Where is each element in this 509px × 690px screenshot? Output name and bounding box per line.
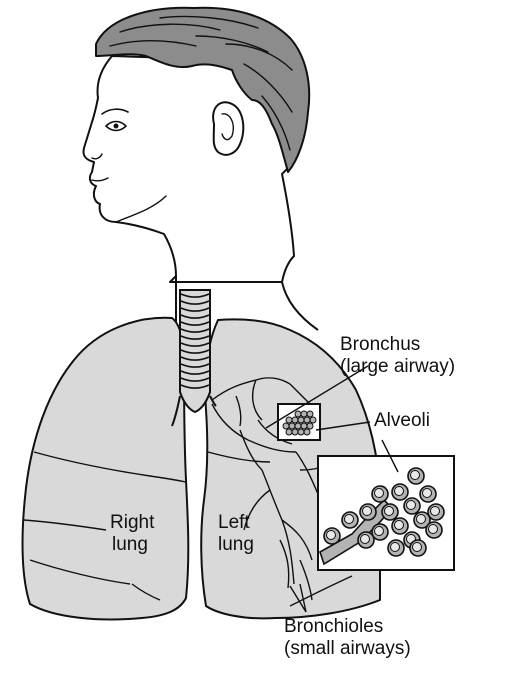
small-alveolus [307,423,313,429]
small-alveolus [292,417,298,423]
alveolus-highlight [361,535,370,544]
small-alveolus [301,411,307,417]
small-alveolus [292,429,298,435]
right-lung-label-line-1: Right [110,512,154,534]
alveolus-highlight [345,515,354,524]
bronchioles-label-line-2: (small airways) [284,638,411,660]
alveolus-highlight [413,543,422,552]
small-alveolus [283,423,289,429]
alveolus-highlight [375,527,384,536]
small-alveolus [295,411,301,417]
alveolus-highlight [395,487,404,496]
alveolus-highlight [385,507,394,516]
alveolus-highlight [407,501,416,510]
small-alveolus [286,417,292,423]
left-lung-label: Left lung [218,512,254,556]
bronchus-label-line-1: Bronchus [340,334,455,356]
bronchioles-label-line-1: Bronchioles [284,616,411,638]
alveolus-highlight [429,525,438,534]
pupil [114,124,119,129]
alveolus-highlight [431,507,440,516]
ear [213,102,243,155]
small-alveolus [301,423,307,429]
small-alveolus [310,417,316,423]
bronchus-inset-marker [278,404,320,440]
small-alveolus [298,417,304,423]
alveolus-highlight [375,489,384,498]
alveoli-detail-inset [318,456,454,570]
alveolus-highlight [417,515,426,524]
small-alveolus [298,429,304,435]
small-alveolus [289,423,295,429]
alveolus-highlight [395,521,404,530]
alveolus-highlight [363,507,372,516]
alveolus-highlight [423,489,432,498]
alveoli-label: Alveoli [374,410,430,432]
left-lung-label-line-1: Left [218,512,254,534]
alveolus-highlight [411,471,420,480]
small-alveolus [304,417,310,423]
small-alveolus [304,429,310,435]
head-illustration [83,8,309,282]
alveolus-highlight [327,531,336,540]
bronchioles-label: Bronchioles (small airways) [284,616,411,660]
left-lung-label-line-2: lung [218,534,254,556]
alveolus-highlight [391,543,400,552]
bronchus-label-line-2: (large airway) [340,356,455,378]
right-lung-label-line-2: lung [110,534,154,556]
small-alveolus [295,423,301,429]
small-alveolus [307,411,313,417]
bronchus-label: Bronchus (large airway) [340,334,455,378]
right-lung-label: Right lung [110,512,154,556]
small-alveolus [286,429,292,435]
